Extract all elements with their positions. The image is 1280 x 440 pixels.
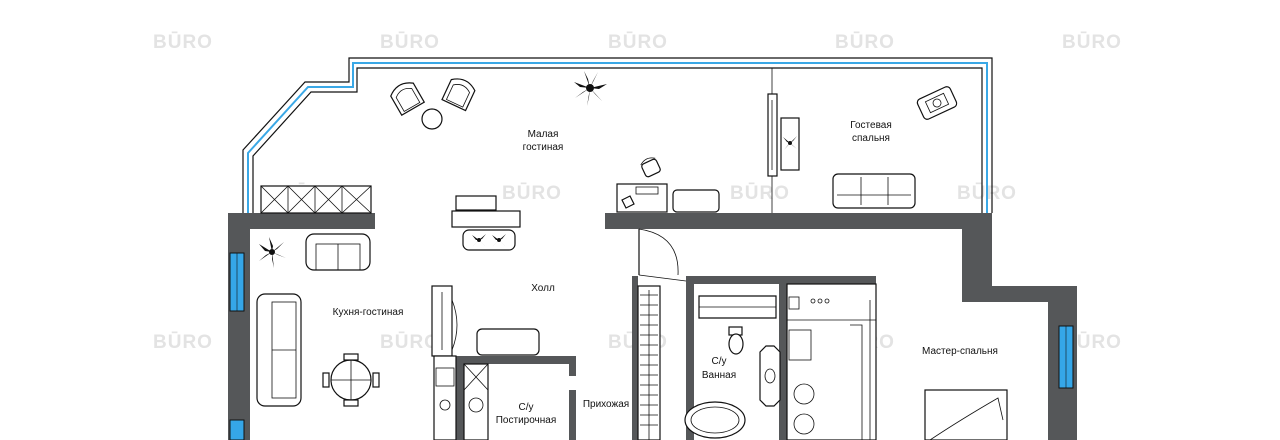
room-labels: Малая гостиная Гостевая спальня Кухня-го…: [333, 120, 998, 426]
watermark: BŪRO: [835, 32, 895, 53]
small-living-label: Малая: [528, 129, 559, 140]
hall-door: [638, 228, 687, 282]
windows: [229, 252, 1074, 440]
kitchen-armchair: [305, 233, 371, 271]
kitchen-living-label: Кухня-гостиная: [333, 307, 404, 318]
plant-icon: [574, 71, 607, 106]
hall-label: Холл: [531, 283, 555, 294]
watermark: BŪRO: [380, 332, 440, 353]
guest-bedroom-label: Гостевая: [850, 120, 892, 131]
bathroom-label: С/у: [712, 356, 727, 367]
watermark: BŪRO: [153, 32, 213, 53]
balcony-cabinet: [260, 185, 372, 214]
watermark: BŪRO: [730, 183, 790, 204]
watermark: BŪRO: [380, 32, 440, 53]
watermark: BŪRO: [608, 32, 668, 53]
kitchen-sofa: [256, 293, 302, 407]
tv-unit: [451, 195, 521, 251]
watermark: BŪRO: [1062, 32, 1122, 53]
master-closet: [786, 283, 877, 440]
master-bed: [924, 389, 1008, 440]
balcony-glazing: [242, 57, 993, 213]
kitchen-cabinets: [431, 285, 489, 440]
wc-laundry-label: Постирочная: [496, 415, 557, 426]
armchairs: [390, 78, 476, 130]
plant-icon: [259, 237, 286, 268]
wc-laundry-label: С/у: [519, 402, 534, 413]
master-bedroom-label: Мастер-спальня: [922, 346, 998, 357]
entrance-label: Прихожая: [583, 399, 629, 410]
hall-bench: [476, 328, 540, 356]
watermark: BŪRO: [153, 332, 213, 353]
entrance-wardrobe: [637, 285, 661, 440]
guest-bedroom-label: спальня: [852, 133, 890, 144]
small-living-label: гостиная: [523, 142, 564, 153]
bathroom-fixtures: [684, 295, 781, 439]
guest-sofa: [832, 173, 916, 209]
dining-table: [322, 353, 380, 407]
desk: [616, 157, 720, 213]
guest-partition: [767, 93, 800, 177]
watermark: BŪRO: [502, 183, 562, 204]
bathroom-label: Ванная: [702, 370, 736, 381]
guest-armchair: [916, 86, 958, 120]
